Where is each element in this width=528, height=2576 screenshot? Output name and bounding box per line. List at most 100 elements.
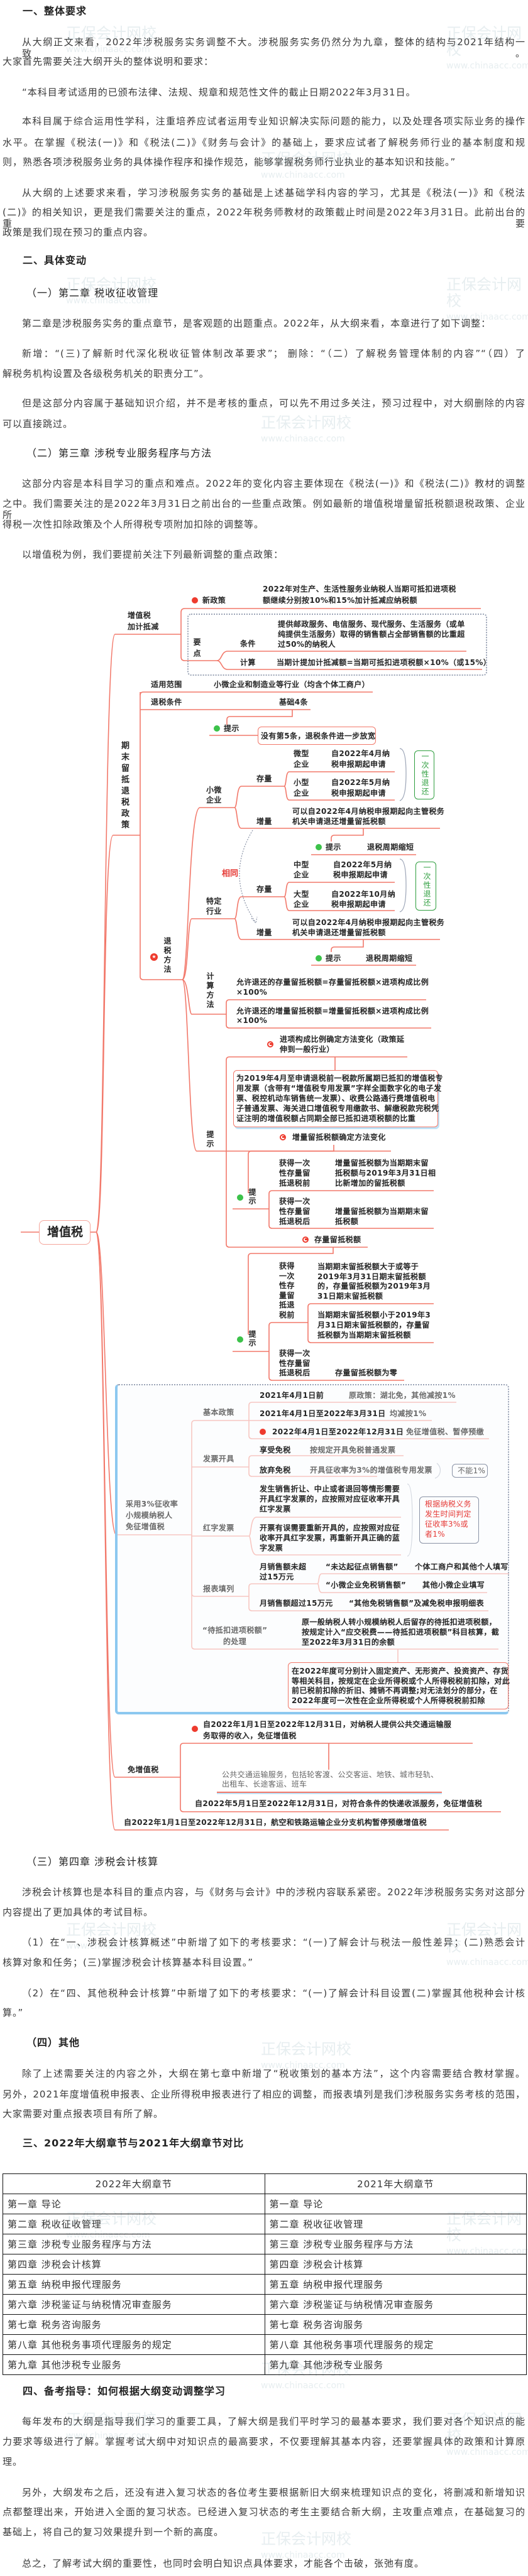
mm-b-f2-after-text-1: 抵税额 xyxy=(335,1217,359,1226)
connector-line xyxy=(96,1231,117,1535)
mm-c-report: 报表填列 xyxy=(203,1584,234,1593)
mm-root: 增值税 xyxy=(47,1225,84,1239)
connector-line xyxy=(182,918,234,980)
header-2021: 2021年大纲章节 xyxy=(264,2173,527,2194)
connector-line xyxy=(182,979,226,1152)
connector-line xyxy=(226,999,426,1014)
s1-p1-1: 大家首先需要关注大纲开头的整体说明和要求： xyxy=(3,56,214,67)
s4-p2-2: 基础上，将自己的复习效果提升到一个新的高度。 xyxy=(3,2526,224,2538)
mm-c-rep-rows-0-item: “未达起征点销售额” xyxy=(326,1562,399,1571)
s2-sub2-heading: （二）第三章 涉税专业服务程序与方法 xyxy=(26,447,212,459)
chapter-2021: 第三章 涉税专业服务程序与方法 xyxy=(264,2234,527,2254)
mm-b-label: 期末留抵退税政策 xyxy=(119,741,129,831)
mm-b-f3-text1-2: 的，存量留抵税额为2019年3月 xyxy=(317,1282,431,1291)
connector-line xyxy=(268,1351,404,1381)
mm-b-before2-3: 量留 xyxy=(279,1291,295,1300)
chapter-2022: 第一章 导论 xyxy=(3,2194,265,2214)
tip-dot-icon xyxy=(316,844,322,850)
connector-line xyxy=(283,896,395,911)
mm-b-flag3: 存量留抵税额 xyxy=(314,1235,361,1244)
brace-icon xyxy=(399,748,407,801)
mm-b-f3-text2-2: 抵税额为当期期末留抵税额 xyxy=(317,1331,411,1339)
s2-sub4-heading: （四）其他 xyxy=(26,2037,80,2048)
mm-b-flag1-box-0: 为2019年4月至申请退税前一税款所属期已抵扣的增值税专 xyxy=(236,1074,443,1083)
mm-c-red-note-0: 根据纳税义务 xyxy=(425,1500,471,1508)
mm-b-calc2-0: 允许退还的增量留抵税额=增量留抵税额×进项构成比例 xyxy=(236,1007,429,1015)
s2-sub1-p3-0: 但是这部分内容属于基础知识介绍，并不是考核的重点，可以先不用过多关注，预习过程中… xyxy=(22,398,525,409)
transport-note-box xyxy=(217,1770,442,1793)
connector-line xyxy=(248,1145,334,1193)
connector-line xyxy=(180,608,481,661)
mm-b-calc1-1: ×100% xyxy=(236,988,268,997)
mm-b-after-2: 抵退税后 xyxy=(279,1368,311,1378)
mm-b-smallco-text-1: 税申报期起申请 xyxy=(331,789,386,798)
connector-line xyxy=(226,1014,431,1029)
mm-b-before-0: 获得一次 xyxy=(279,1159,311,1167)
mm-tip: 提示 xyxy=(326,843,341,852)
mm-b-cond: 退税条件 xyxy=(151,698,182,706)
connector-line xyxy=(140,692,182,980)
mm-b-before-1: 性存量留 xyxy=(279,1169,311,1177)
mm-c-rep-over: 月销售额超过15万元 xyxy=(260,1599,333,1608)
mm-b-micro-0: 微型 xyxy=(294,749,309,758)
chapter-2022: 第六章 涉税鉴证与纳税情况审查服务 xyxy=(3,2294,265,2315)
s2-sub3-heading: （三）第四章 涉税会计核算 xyxy=(26,1856,159,1868)
s2-sub3-p2-1: 核算对象和任务；(三)掌握涉税会计核算基本科目设置。” xyxy=(3,1957,253,1968)
chapter-2021: 第二章 税收征收管理 xyxy=(264,2214,527,2234)
s2-sub1-p2-0: 新增：“(三)了解新时代深化税收征管体制改革要求”； 删除：“（二）了解税务管理… xyxy=(22,348,525,359)
table-row: 第三章 涉税专业服务程序与方法第三章 涉税专业服务程序与方法 xyxy=(3,2234,527,2254)
mm-a-new: 新政策 xyxy=(202,596,226,605)
mm-b-flag1-1: 伸到一般行业） xyxy=(280,1045,334,1054)
s2-sub4-p1-1: 另外，2021年度增值税申报表、企业所得税申报表进行了相应的调整，而报表填列是我… xyxy=(3,2089,525,2100)
mm-b-method: 退税方法 xyxy=(163,937,172,975)
mm-c-invoice-rows-0-rule: 按规定开具免税普通发票 xyxy=(310,1446,396,1454)
mm-a-key: 要点 xyxy=(192,638,201,661)
s2-sub2-p1-1: 之中。我们需要关注的是2022年3月31日之前出台的一些重点政策。例如最新的增值… xyxy=(3,498,525,521)
chapter-2021: 第一章 导论 xyxy=(264,2194,527,2214)
connector-line xyxy=(331,939,364,952)
mm-c-base: 基本政策 xyxy=(203,1408,234,1417)
mm-c-invoice-rows-1-case: 放弃免税 xyxy=(260,1466,291,1475)
mm-d2: 自2022年5月1日至2022年12月31日，对符合条件的快递收派服务，免征增值… xyxy=(195,1799,483,1808)
connector-line xyxy=(182,807,234,980)
connector-line xyxy=(216,660,482,670)
mm-a-cond-text-1: 纯提供生活服务）取得的销售额占全部销售额的比重超 xyxy=(278,630,465,639)
new-policy-dot-icon xyxy=(192,1726,198,1732)
mm-d1-1: 务取得的收入，免征增值税 xyxy=(203,1731,297,1740)
connector-line xyxy=(307,1323,434,1343)
s4-p1-0: 每年发布的大纲是指导我们学习的重要工具，了解大纲是我们平时学习的最基本要求，我们… xyxy=(22,2416,525,2427)
mm-tip: 提示 xyxy=(224,724,239,733)
mm-tip: 提示 xyxy=(248,1188,256,1206)
one-time-refund-box xyxy=(414,750,434,799)
mm-b-f3-text1-0: 当期期末留抵税额大于或等于 xyxy=(317,1262,419,1271)
mm-c-red-note-1: 发生时间判定 xyxy=(425,1510,471,1518)
mm-c-label-2: 免征增值税 xyxy=(126,1522,165,1531)
mm-c-daidi-box-2: 前已税前扣除的折旧、摊销不再调整;对无法划分的部分，在 xyxy=(292,1686,498,1696)
mm-c-red-note-3: 者1% xyxy=(425,1530,445,1539)
mm-b-scope: 适用范围 xyxy=(151,680,182,689)
chapter-2022: 第五章 纳税申报代理服务 xyxy=(3,2274,265,2295)
s2-sub3-p3-1: 算。” xyxy=(3,2007,24,2018)
mm-c-base-rows-0-policy: 原政策：湖北免，其他减按1% xyxy=(349,1391,456,1400)
mm-b-mid-0: 中型 xyxy=(294,860,309,869)
mm-b-smallco-1: 企业 xyxy=(294,789,309,798)
chapter-2022: 第三章 涉税专业服务程序与方法 xyxy=(3,2234,265,2254)
chapter-2022: 第九章 其他涉税专业服务 xyxy=(3,2354,265,2375)
mm-c-base-rows-2-policy: 免征增值税、暂停预缴 xyxy=(406,1427,485,1436)
table-header-row: 2022年大纲章节 2021年大纲章节 xyxy=(3,2173,527,2194)
brace-icon xyxy=(399,858,407,912)
mm-c-daidi-box-1: 等相关科目，按规定在企业所得税或个人所得税税前扣除，对此 xyxy=(292,1676,510,1686)
mm-b-micro-1: 企业 xyxy=(294,760,309,769)
mm-b-stock: 存量 xyxy=(256,774,272,783)
mm-b-stock: 存量 xyxy=(256,885,272,894)
mm-c-daidi-1: 的处理 xyxy=(223,1637,247,1646)
chapter-2021: 第四章 涉税会计核算 xyxy=(264,2254,527,2275)
mm-a-new-text-1: 额继续分别按10%和15%加计抵减应纳税额 xyxy=(263,596,417,605)
s2-sub4-p1-0: 除了上述需要关注的内容之外，大纲在第七章中新增了“税收策划的基本方法”，这个内容… xyxy=(22,2068,525,2079)
mm-d-label: 免增值税 xyxy=(128,1765,159,1774)
mm-c-daidi-box-3: 2022年度可一次性在企业所得税或个人所得税税前扣除 xyxy=(292,1696,485,1706)
mm-b-f2-before-text-0: 增量留抵税额为当期期末留 xyxy=(335,1159,429,1167)
connector-line xyxy=(331,828,364,842)
s1-p4-0: 从大纲的上述要求来看，学习涉税服务实务的基础是上述基础学科内容的学习，尤其是《税… xyxy=(22,187,525,198)
s2-heading: 二、具体变动 xyxy=(23,254,87,266)
